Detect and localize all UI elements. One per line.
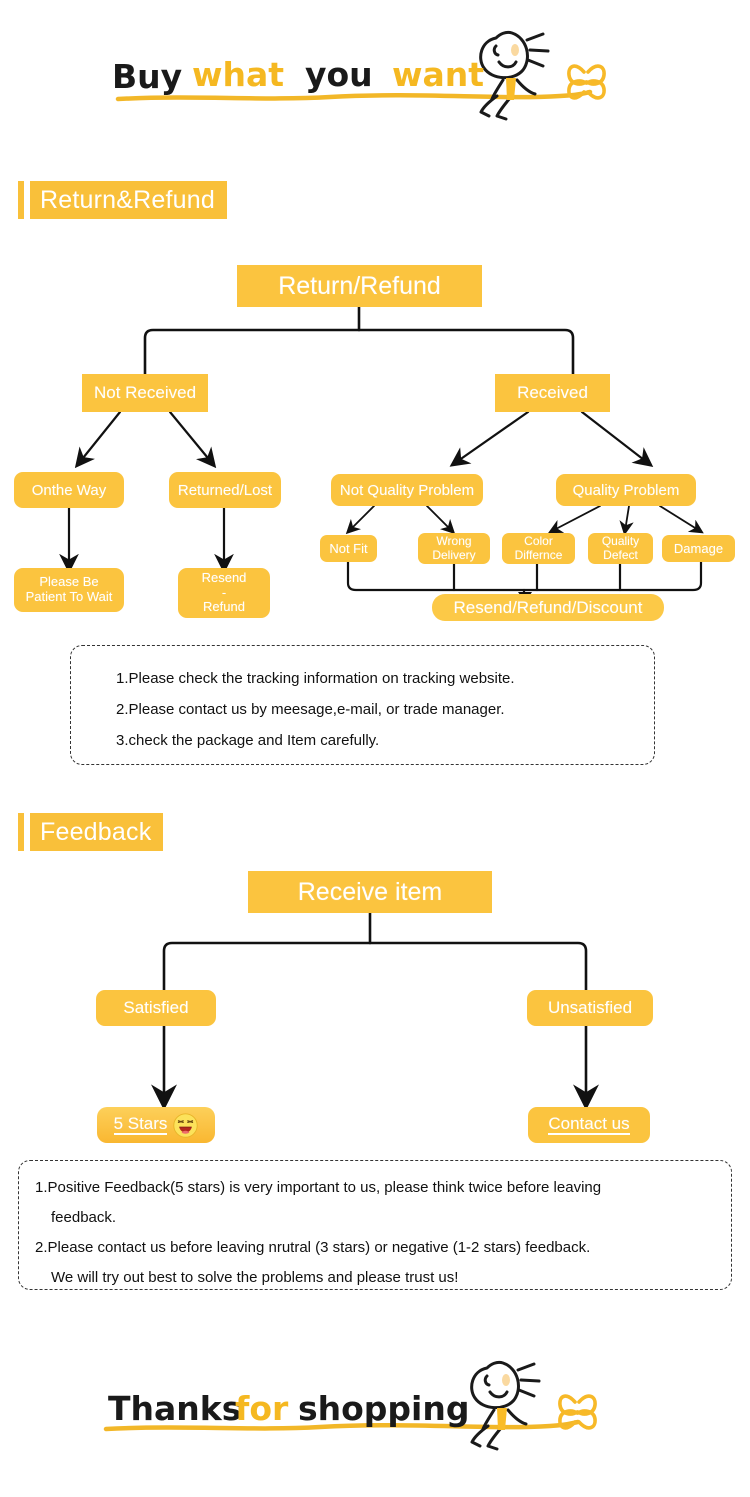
banner-word-0: Thanks xyxy=(108,1389,241,1428)
note-line: 1.Positive Feedback(5 stars) is very imp… xyxy=(35,1179,602,1196)
node-line: Defect xyxy=(603,547,638,562)
flow-node-onthe-way[interactable]: Onthe Way xyxy=(14,472,124,508)
bottom-banner: Thanks for shopping xyxy=(0,1340,750,1497)
banner-word-2: you xyxy=(305,55,373,94)
node-line: Please Be xyxy=(39,574,99,590)
node-line: Resend xyxy=(201,570,247,586)
thanks-for-shopping-illustration: Thanks for shopping xyxy=(103,1360,597,1451)
heading-accent-bar xyxy=(18,181,24,219)
node-line: Refund xyxy=(203,599,245,615)
five-stars-label: 5 Stars xyxy=(113,1114,168,1135)
flow-node-return-refund[interactable]: Return/Refund xyxy=(237,265,482,307)
flow-node-returned-lost[interactable]: Returned/Lost xyxy=(169,472,281,508)
flow-node-resend-refund-discount[interactable]: Resend/Refund/Discount xyxy=(432,594,664,621)
node-line: Quality xyxy=(601,534,640,549)
flow-node-not-fit[interactable]: Not Fit xyxy=(320,535,377,562)
flow-node-unsatisfied[interactable]: Unsatisfied xyxy=(527,990,653,1026)
banner-word-3: want xyxy=(392,55,484,94)
flow-node-wrong-delivery[interactable]: Wrong Delivery xyxy=(418,533,490,564)
flow-node-resend-refund[interactable]: Resend - Refund xyxy=(178,568,270,618)
node-line: - xyxy=(221,584,227,600)
flow-node-quality-defect[interactable]: Quality Defect xyxy=(588,533,653,564)
flow-node-satisfied[interactable]: Satisfied xyxy=(96,990,216,1026)
note-line: 1.Please check the tracking information … xyxy=(116,670,515,687)
note-line: 2.Please contact us before leaving nrutr… xyxy=(35,1239,591,1256)
banner-word-2: shopping xyxy=(298,1389,469,1428)
heading-accent-bar xyxy=(18,813,24,851)
flow-node-please-be-patient[interactable]: Please Be Patient To Wait xyxy=(14,568,124,612)
flow-node-not-received[interactable]: Not Received xyxy=(82,374,208,412)
feedback-note-box: 1.Positive Feedback(5 stars) is very imp… xyxy=(18,1160,732,1290)
laughing-face-emoji xyxy=(173,1112,199,1138)
note-line: 2.Please contact us by meesage,e-mail, o… xyxy=(116,701,505,718)
flow-node-damage[interactable]: Damage xyxy=(662,535,735,562)
flow-node-5-stars[interactable]: 5 Stars xyxy=(97,1107,215,1143)
node-line: Differnce xyxy=(514,547,563,562)
note-line: We will try out best to solve the proble… xyxy=(51,1269,459,1286)
note-line: feedback. xyxy=(51,1209,117,1226)
flow-node-receive-item[interactable]: Receive item xyxy=(248,871,492,913)
flow-node-contact-us[interactable]: Contact us xyxy=(528,1107,650,1143)
banner-word-0: Buy xyxy=(112,57,182,96)
flow-node-received[interactable]: Received xyxy=(495,374,610,412)
node-line: Color xyxy=(524,534,553,549)
section-title-feedback: Feedback xyxy=(30,813,164,851)
section-heading-return-refund: Return&Refund xyxy=(18,181,227,219)
node-line: Wrong xyxy=(436,534,472,549)
section-heading-feedback: Feedback xyxy=(18,813,164,851)
section-title-return-refund: Return&Refund xyxy=(30,181,227,219)
flow-node-not-quality-problem[interactable]: Not Quality Problem xyxy=(331,474,483,506)
banner-word-1: what xyxy=(192,55,284,94)
banner-word-1: for xyxy=(235,1389,289,1428)
top-banner: Buy what you want xyxy=(0,0,750,150)
contact-us-label: Contact us xyxy=(548,1114,630,1135)
flow-node-quality-problem[interactable]: Quality Problem xyxy=(556,474,696,506)
note-line: 3.check the package and Item carefully. xyxy=(116,732,380,749)
flow-node-color-differnce[interactable]: Color Differnce xyxy=(502,533,575,564)
return-refund-note-box: 1.Please check the tracking information … xyxy=(70,645,655,765)
buy-what-you-want-illustration: Buy what you want xyxy=(112,30,606,121)
node-line: Delivery xyxy=(432,547,476,562)
node-line: Patient To Wait xyxy=(25,589,113,604)
